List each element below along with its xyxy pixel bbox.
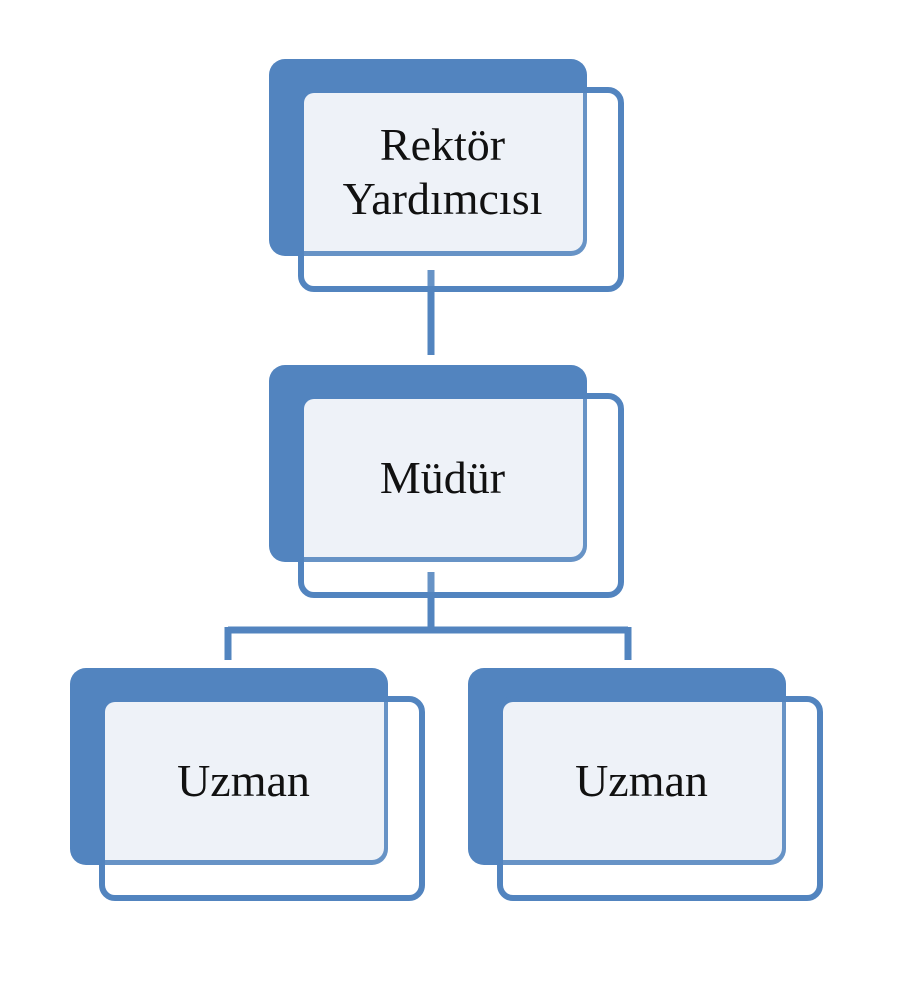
- node-label-line-1: Rektör: [379, 118, 506, 170]
- node-label: Müdür: [298, 393, 587, 562]
- node-label: Uzman: [497, 696, 786, 865]
- node-label-text: Uzman: [177, 754, 310, 806]
- node-label-line-2: Yardımcısı: [342, 172, 543, 224]
- node-label-text: Uzman: [575, 754, 708, 806]
- node-card: [298, 393, 624, 598]
- node-label-text: Müdür: [379, 451, 506, 503]
- node-card: [298, 87, 624, 292]
- node-card: [99, 696, 425, 901]
- node-card: [497, 696, 823, 901]
- node-label: Uzman: [99, 696, 388, 865]
- node-label: Rektör Yardımcısı: [298, 87, 587, 256]
